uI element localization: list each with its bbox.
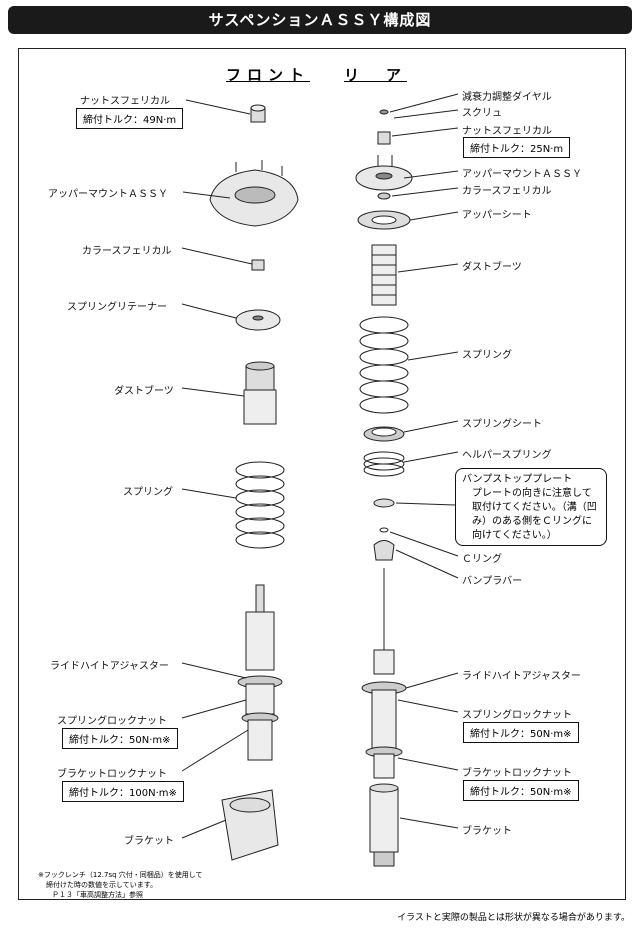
- rear-helper-label: ヘルパースプリング: [462, 450, 552, 461]
- rear-spring-part: [359, 316, 409, 414]
- page-title: サスペンションＡＳＳＹ構成図: [8, 6, 632, 34]
- rear-spring-seat-label: スプリングシート: [462, 419, 542, 430]
- rear-nut-torque: 締付トルク：25N·m: [463, 137, 571, 158]
- callout-title: バンプストッププレート: [462, 474, 573, 485]
- rear-damper-part: [361, 568, 407, 779]
- rear-bump-stop-plate-part: [373, 498, 395, 508]
- rear-bracket-locknut-torque: 締付トルク：50N·m※: [463, 780, 579, 801]
- rear-c-ring-part: [379, 527, 389, 533]
- rear-helper-spring-part: [363, 451, 405, 477]
- rear-nut-part: [377, 131, 391, 145]
- note-line-3: Ｐ１３「車高調整方法」参照: [52, 891, 143, 899]
- front-spring-locknut-label: スプリングロックナット: [57, 716, 167, 727]
- front-collar-label: カラースフェリカル: [82, 246, 172, 257]
- rear-upper-mount-part: [355, 155, 413, 191]
- rear-spring-label: スプリング: [462, 350, 512, 361]
- rear-header: リ ア: [344, 66, 408, 84]
- front-dust-boot-part: [243, 361, 277, 425]
- rear-nut-label: ナットスフェリカル: [462, 126, 552, 137]
- torque-note: ※フックレンチ（12.7sq 穴付・同梱品）を使用して 締付けた時の数値を示して…: [38, 870, 203, 900]
- rear-bracket-locknut-label: ブラケットロックナット: [462, 768, 572, 779]
- rear-bump-rubber-label: バンプラバー: [462, 576, 523, 587]
- rear-screw-label: スクリュ: [462, 108, 502, 119]
- front-upper-mount-part: [209, 160, 299, 227]
- front-spring-part: [235, 461, 285, 549]
- rear-bracket-label: ブラケット: [462, 826, 512, 837]
- rear-dial-part: [379, 109, 389, 115]
- front-nut-label: ナットスフェリカル: [80, 96, 170, 107]
- rear-dust-boot-label: ダストブーツ: [462, 262, 522, 273]
- rear-c-ring-label: Ｃリング: [462, 554, 502, 565]
- front-damper-part: [237, 584, 283, 761]
- rear-collar-part: [377, 192, 391, 200]
- front-spring-locknut-torque: 締付トルク：50N·m※: [62, 728, 178, 749]
- front-dust-boot-label: ダストブーツ: [114, 386, 174, 397]
- front-bracket-part: [221, 789, 279, 861]
- front-bracket-locknut-label: ブラケットロックナット: [57, 769, 167, 780]
- rear-spring-seat-part: [363, 426, 405, 442]
- front-upper-mount-label: アッパーマウントＡＳＳＹ: [48, 189, 168, 200]
- rear-upper-seat-part: [357, 210, 411, 230]
- rear-ride-height-label: ライドハイトアジャスター: [462, 671, 581, 682]
- front-collar-part: [251, 259, 265, 271]
- front-bracket-locknut-torque: 締付トルク：100N·m※: [62, 781, 184, 802]
- rear-spring-locknut-label: スプリングロックナット: [462, 710, 572, 721]
- diagram-frame: [18, 48, 626, 900]
- front-nut-part: [250, 104, 266, 123]
- rear-upper-mount-label: アッパーマウントＡＳＳＹ: [462, 169, 582, 180]
- front-header: フロント: [226, 66, 311, 84]
- front-retainer-label: スプリングリテーナー: [67, 302, 167, 313]
- rear-dial-label: 減衰力調整ダイヤル: [462, 92, 552, 103]
- front-bracket-label: ブラケット: [124, 836, 174, 847]
- callout-body: プレートの向きに注意して取付けてください。（溝（凹み）のある側をＣリングに向けて…: [472, 488, 597, 541]
- bump-stop-plate-callout: バンプストッププレート プレートの向きに注意して取付けてください。（溝（凹み）の…: [455, 468, 607, 546]
- rear-collar-label: カラースフェリカル: [462, 186, 552, 197]
- disclaimer-footer: イラストと実際の製品とは形状が異なる場合があります。: [397, 913, 630, 923]
- front-nut-torque: 締付トルク：49N·m: [76, 108, 184, 129]
- front-retainer-part: [235, 309, 281, 331]
- rear-bump-rubber-part: [373, 540, 395, 561]
- rear-spring-locknut-torque: 締付トルク：50N·m※: [463, 722, 579, 743]
- rear-dust-boot-part: [371, 244, 397, 306]
- rear-upper-seat-label: アッパーシート: [462, 210, 532, 221]
- front-ride-height-label: ライドハイトアジャスター: [50, 661, 169, 672]
- front-spring-label: スプリング: [123, 487, 173, 498]
- note-line-2: 締付けた時の数値を示しています。: [46, 881, 158, 889]
- rear-bracket-part: [369, 783, 399, 867]
- note-line-1: ※フックレンチ（12.7sq 穴付・同梱品）を使用して: [38, 871, 203, 879]
